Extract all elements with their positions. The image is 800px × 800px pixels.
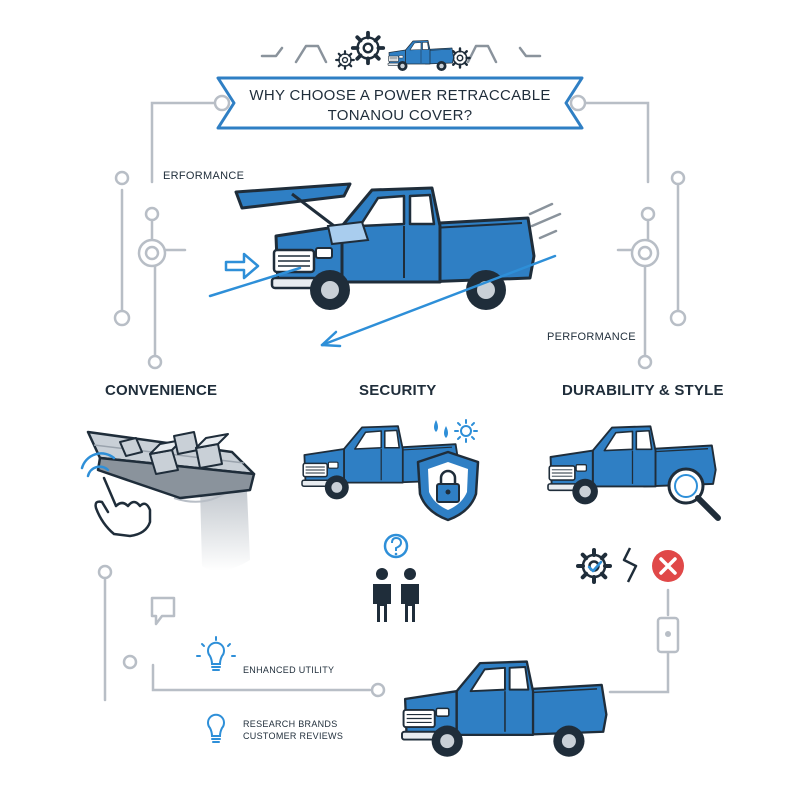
check-gear-icon: [576, 548, 612, 584]
ramp-icon-right: [466, 44, 498, 64]
water-drop-icon: [434, 420, 448, 438]
section-title-convenience: CONVENIENCE: [105, 382, 218, 399]
lightbulb-icon: [196, 636, 236, 671]
target-ring-left: [137, 238, 167, 268]
crack-icon: [622, 547, 638, 583]
hero-truck: [234, 182, 536, 312]
note-research-line-1: RESEARCH BRANDS: [243, 719, 338, 729]
lightbulb-icon: [207, 713, 225, 743]
arrow-icon: [224, 252, 260, 280]
gear-icon: [335, 50, 355, 70]
sun-icon: [454, 419, 478, 443]
title-line-2: TONANOU COVER?: [327, 107, 473, 124]
page-title: WHY CHOOSE A POWER RETRACCABLE TONANOU C…: [240, 86, 560, 126]
touch-hand-icon[interactable]: [80, 452, 152, 538]
bottom-truck: [400, 660, 608, 758]
note-enhanced-utility: ENHANCED UTILITY: [243, 665, 335, 675]
label-top-left: ERFORMANCE: [163, 170, 245, 182]
section-title-security: SECURITY: [359, 382, 437, 399]
section-title-durability: DURABILITY & STYLE: [562, 382, 724, 399]
magnifier-icon: [667, 467, 721, 521]
gear-icon: [350, 30, 386, 66]
speech-bubble-icon: [150, 596, 176, 626]
connector-lines: [103, 101, 680, 702]
arrow-icon: [260, 46, 284, 58]
cargo-boxes: [119, 431, 229, 475]
label-top-right: PERFORMANCE: [547, 331, 636, 343]
note-research: RESEARCH BRANDS CUSTOMER REVIEWS: [243, 718, 343, 742]
title-line-1: WHY CHOOSE A POWER RETRACCABLE: [249, 87, 551, 104]
header-icons: [260, 44, 542, 64]
motion-arrows: [208, 254, 557, 348]
arrow-icon-right: [518, 46, 542, 58]
cross-icon: [652, 550, 684, 582]
padlock-icon: [436, 469, 460, 503]
note-research-line-2: CUSTOMER REVIEWS: [243, 731, 344, 741]
people-icon: [373, 568, 419, 622]
connector-nodes: [97, 94, 687, 698]
title-banner: [216, 76, 584, 130]
target-ring-right: [630, 238, 660, 268]
speed-lines: [528, 202, 562, 240]
question-icon: [383, 533, 409, 559]
truck-icon: [387, 40, 454, 72]
ramp-icon: [294, 44, 328, 64]
